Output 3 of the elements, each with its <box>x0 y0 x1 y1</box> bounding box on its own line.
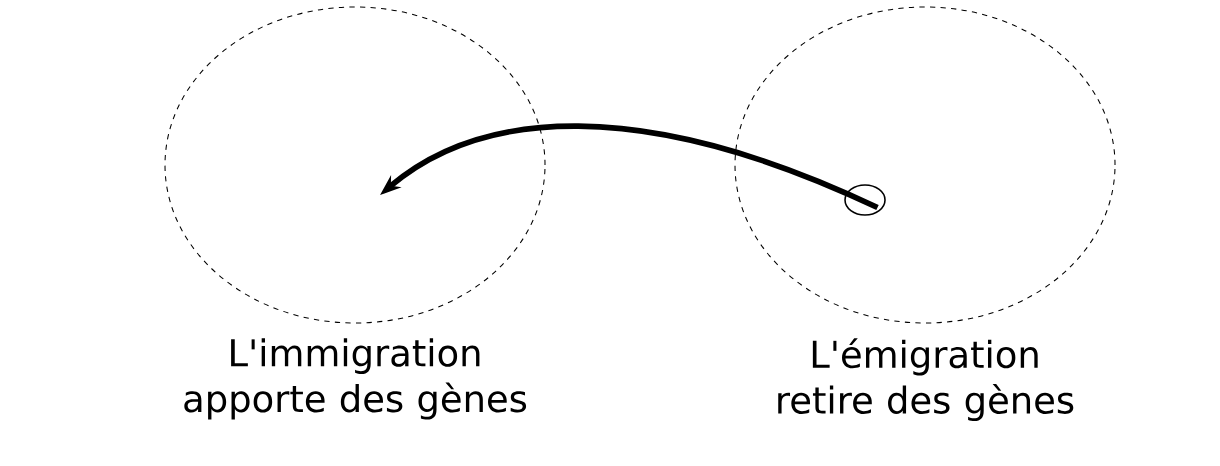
node-label: L'émigration retire des gènes <box>778 338 1074 422</box>
small-circle <box>844 184 886 216</box>
node-label: L'immigration apporte des gènes <box>184 338 527 420</box>
